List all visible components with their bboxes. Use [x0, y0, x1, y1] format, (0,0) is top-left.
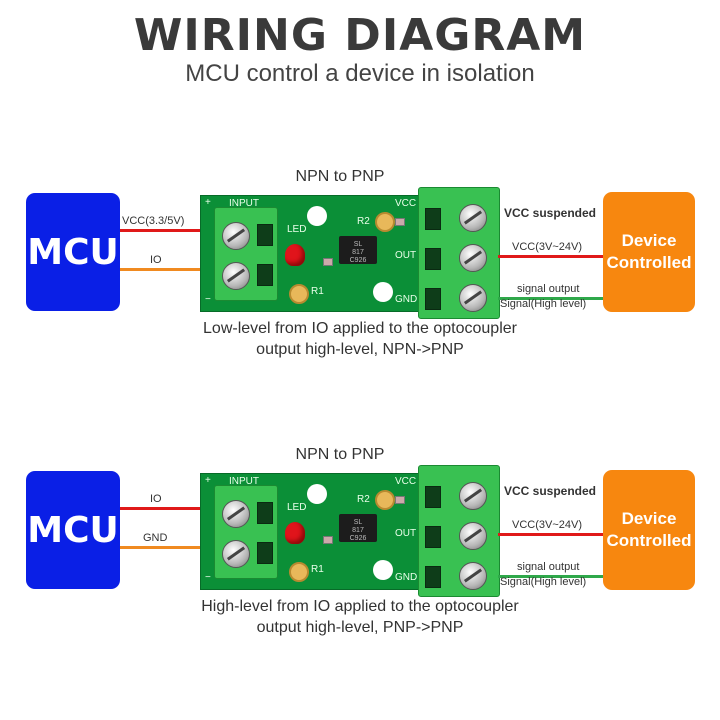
silk-r1: R1: [311, 564, 324, 575]
device-label: Device Controlled: [606, 509, 692, 550]
output-terminal-block: [418, 187, 500, 319]
wire-slot: [425, 208, 441, 230]
mount-hole: [373, 282, 393, 302]
wire-label-signal-level: Signal(High level): [500, 298, 587, 310]
wire-label-io: IO: [150, 493, 162, 505]
wire-slot: [425, 526, 441, 548]
led-indicator: [285, 522, 305, 544]
silk-gnd: GND: [395, 294, 418, 305]
wire-label-vcc-out: VCC(3V~24V): [512, 519, 583, 531]
wire-slot: [425, 248, 441, 270]
resistor-r1: [289, 562, 309, 582]
silk-minus: −: [205, 572, 211, 583]
vcc-wire: [120, 229, 216, 232]
wire-slot: [425, 566, 441, 588]
signal-wire: [498, 297, 603, 300]
mcu-label: MCU: [27, 509, 119, 551]
smd-resistor: [323, 536, 333, 544]
caption-line-2: output high-level, PNP->PNP: [256, 619, 464, 636]
caption-line-2: output high-level, NPN->PNP: [256, 341, 464, 358]
silk-r1: R1: [311, 286, 324, 297]
smd-component: [395, 496, 405, 504]
vcc-out-wire: [498, 533, 603, 536]
wiring-diagram-1: NPN to PNP MCU VCC(3.3/5V) IO + INPUT − …: [0, 160, 720, 380]
silk-minus: −: [205, 294, 211, 305]
mount-hole: [307, 484, 327, 504]
smd-resistor: [323, 258, 333, 266]
terminal-screw[interactable]: [459, 244, 487, 272]
terminal-screw[interactable]: [459, 284, 487, 312]
silk-r2: R2: [357, 494, 370, 505]
optocoupler-chip: SL 817 C926: [339, 514, 377, 542]
signal-wire: [498, 575, 603, 578]
silk-vcc: VCC: [395, 476, 417, 487]
device-label: Device Controlled: [606, 231, 692, 272]
page-subtitle: MCU control a device in isolation: [185, 60, 535, 87]
silk-plus: +: [205, 475, 211, 486]
wiring-diagram-2: NPN to PNP MCU IO GND + INPUT − LED R1 R…: [0, 438, 720, 658]
input-terminal-block: [214, 485, 278, 579]
diagram-heading: NPN to PNP: [295, 446, 385, 463]
terminal-screw[interactable]: [222, 500, 250, 528]
mcu-label: MCU: [27, 231, 119, 273]
optocoupler-chip: SL 817 C926: [339, 236, 377, 264]
io-wire: [120, 268, 216, 271]
mount-hole: [307, 206, 327, 226]
vcc-suspended-label: VCC suspended: [504, 206, 597, 220]
led-indicator: [285, 244, 305, 266]
wire-label-signal-level: Signal(High level): [500, 576, 587, 588]
vcc-suspended-label: VCC suspended: [504, 484, 597, 498]
terminal-screw[interactable]: [222, 540, 250, 568]
wire-label-vcc-out: VCC(3V~24V): [512, 241, 583, 253]
wire-slot: [425, 288, 441, 310]
caption-line-1: Low-level from IO applied to the optocou…: [203, 320, 517, 337]
wire-slot: [257, 542, 273, 564]
wire-slot: [257, 264, 273, 286]
mcu-block: MCU: [26, 193, 120, 311]
silk-out: OUT: [395, 528, 417, 539]
silk-gnd: GND: [395, 572, 418, 583]
gnd-wire: [120, 546, 216, 549]
device-block: Device Controlled: [603, 470, 695, 590]
silk-input: INPUT: [229, 198, 259, 209]
page-title: WIRING DIAGRAM: [133, 10, 587, 61]
wire-label-gnd: GND: [143, 532, 168, 544]
resistor-r2: [375, 490, 395, 510]
wire-label-signal: signal output: [517, 561, 580, 573]
device-block: Device Controlled: [603, 192, 695, 312]
terminal-screw[interactable]: [222, 262, 250, 290]
silk-plus: +: [205, 197, 211, 208]
input-terminal-block: [214, 207, 278, 301]
wire-slot: [425, 486, 441, 508]
silk-led: LED: [287, 224, 307, 235]
diagram-heading: NPN to PNP: [295, 168, 385, 185]
silk-r2: R2: [357, 216, 370, 227]
silk-out: OUT: [395, 250, 417, 261]
wire-label-vcc: VCC(3.3/5V): [122, 215, 185, 227]
resistor-r1: [289, 284, 309, 304]
mcu-block: MCU: [26, 471, 120, 589]
smd-component: [395, 218, 405, 226]
wire-label-io: IO: [150, 254, 162, 266]
silk-input: INPUT: [229, 476, 259, 487]
terminal-screw[interactable]: [459, 482, 487, 510]
resistor-r2: [375, 212, 395, 232]
terminal-screw[interactable]: [459, 204, 487, 232]
wire-slot: [257, 224, 273, 246]
vcc-out-wire: [498, 255, 603, 258]
mount-hole: [373, 560, 393, 580]
io-wire: [120, 507, 216, 510]
caption-line-1: High-level from IO applied to the optoco…: [201, 598, 519, 615]
wire-slot: [257, 502, 273, 524]
output-terminal-block: [418, 465, 500, 597]
terminal-screw[interactable]: [459, 522, 487, 550]
wire-label-signal: signal output: [517, 283, 580, 295]
terminal-screw[interactable]: [222, 222, 250, 250]
silk-vcc: VCC: [395, 198, 417, 209]
terminal-screw[interactable]: [459, 562, 487, 590]
silk-led: LED: [287, 502, 307, 513]
